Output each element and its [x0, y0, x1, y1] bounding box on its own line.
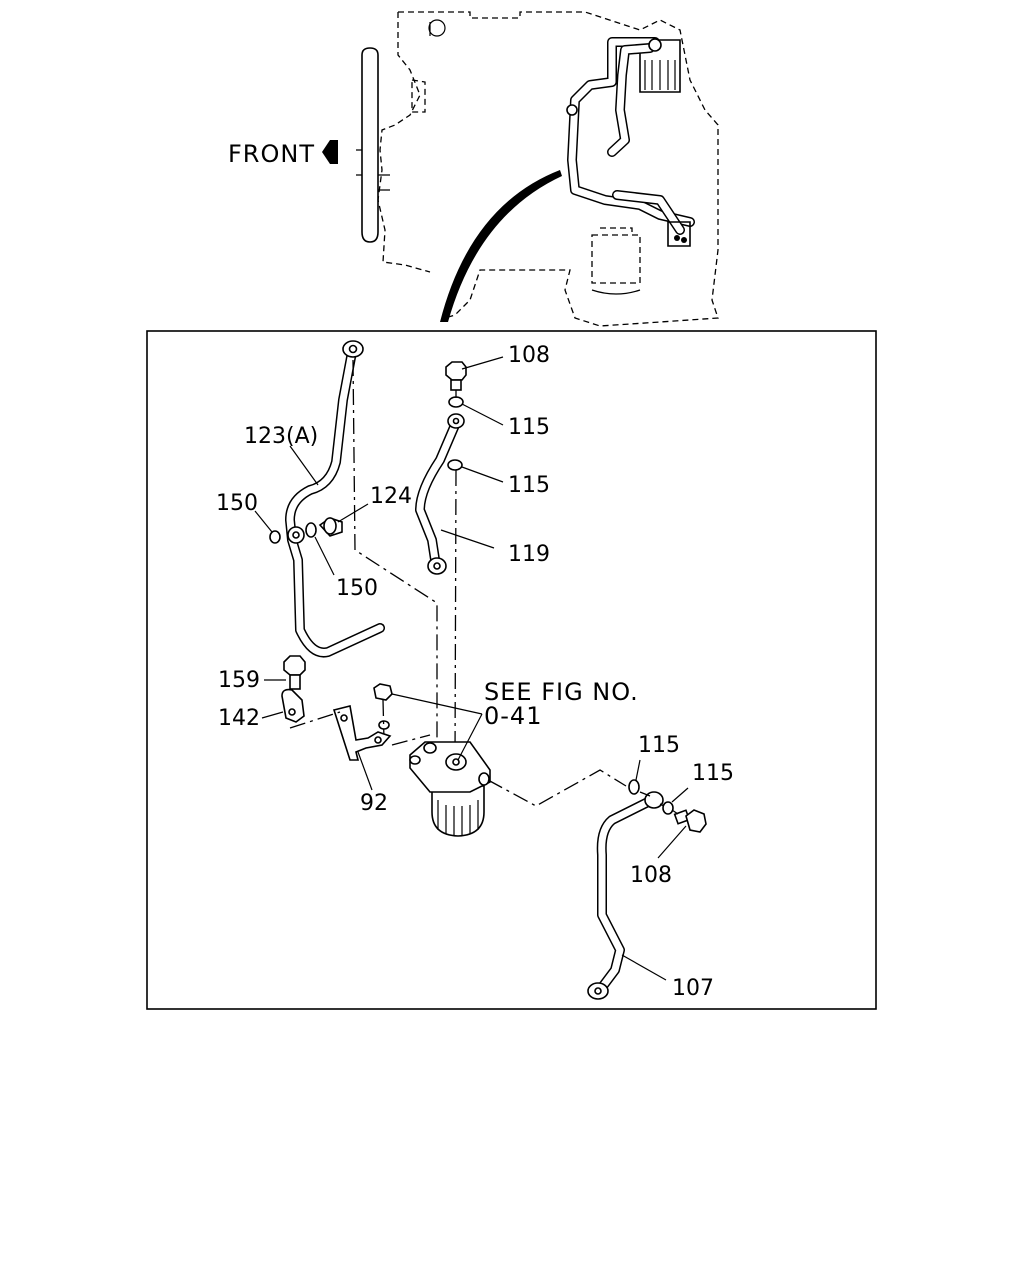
- engine-overview: FRONT: [228, 11, 719, 327]
- bolt-124: [318, 517, 343, 537]
- callout-150-left: 150: [216, 491, 258, 516]
- detail-frame: [146, 330, 877, 1010]
- bolt-159: [283, 655, 306, 690]
- callout-115-d: 115: [692, 761, 734, 786]
- front-label: FRONT: [228, 140, 315, 168]
- pipe-119: [415, 413, 465, 575]
- callout-115-b: 115: [508, 473, 550, 498]
- pipe-107: [587, 791, 664, 1000]
- callout-123a: 123(A): [244, 424, 318, 449]
- washer-150-left: [269, 530, 281, 544]
- callout-107: 107: [672, 976, 714, 1001]
- washer-115-d: [662, 801, 674, 815]
- callout-142: 142: [218, 706, 260, 731]
- bolt-108-top: [445, 361, 467, 391]
- callout-159: 159: [218, 668, 260, 693]
- leader-lines: [254, 356, 689, 981]
- callout-119: 119: [508, 542, 550, 567]
- bracket-92: [332, 705, 392, 761]
- callout-92: 92: [360, 791, 388, 816]
- reference-line-1: SEE FIG NO.: [484, 678, 639, 706]
- callout-108-bottom: 108: [630, 863, 672, 888]
- nut-0-41: [373, 683, 393, 701]
- pipe-123a: [285, 340, 385, 658]
- washer-115-b: [447, 459, 463, 471]
- reference-line-2: 0-41: [484, 702, 542, 730]
- callout-108-top: 108: [508, 343, 550, 368]
- washer-115-a: [448, 396, 464, 408]
- washer-150-right: [305, 522, 317, 538]
- bolt-108-bottom: [673, 809, 707, 833]
- callout-124: 124: [370, 484, 412, 509]
- callout-150-right: 150: [336, 576, 378, 601]
- fuel-filter: [409, 741, 491, 837]
- front-arrow-icon: [322, 140, 338, 164]
- clamp-142: [281, 688, 305, 723]
- callout-115-c: 115: [638, 733, 680, 758]
- washer-115-c: [628, 779, 640, 795]
- callout-115-a: 115: [508, 415, 550, 440]
